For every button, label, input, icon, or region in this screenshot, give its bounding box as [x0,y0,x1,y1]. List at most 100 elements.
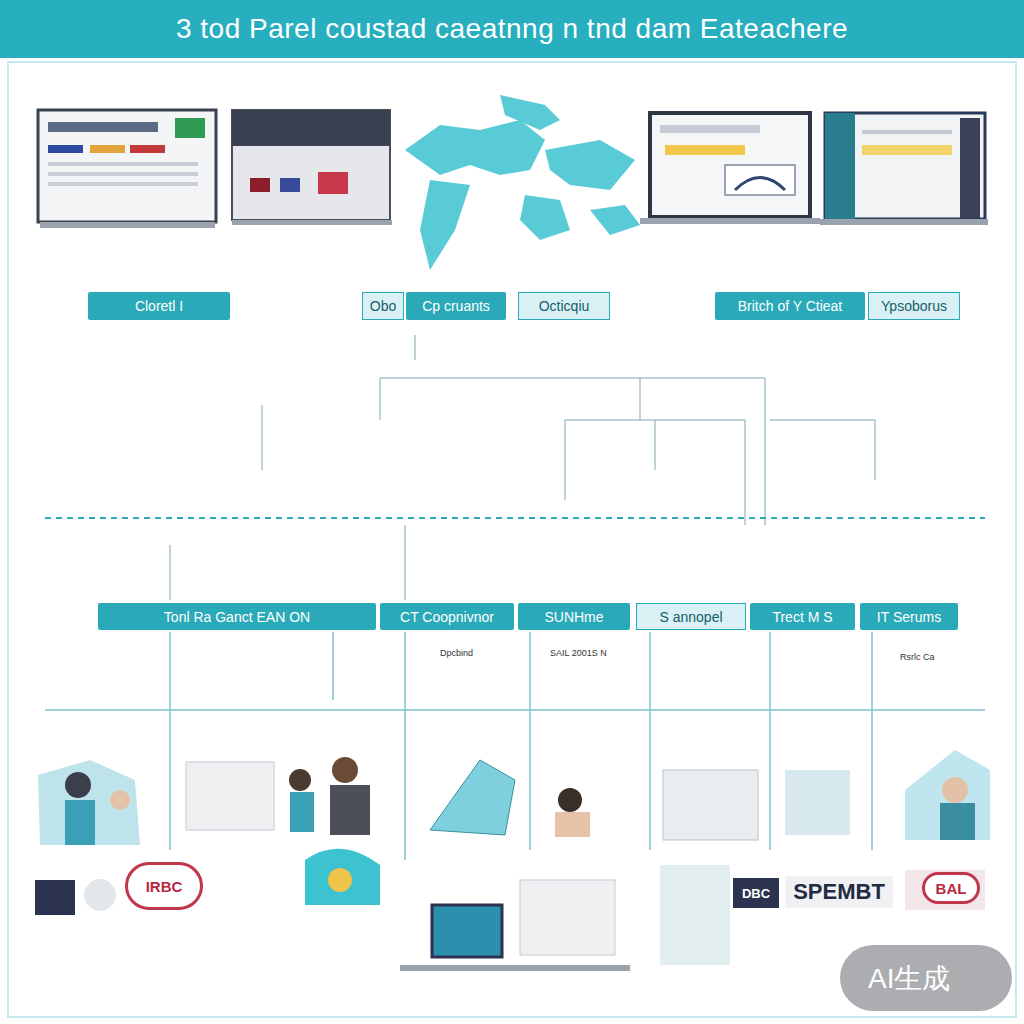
scene [905,750,990,840]
line [404,632,406,860]
desk [400,965,630,971]
body [290,792,314,832]
label-tag: Cloretl I [88,292,230,320]
head [558,788,582,812]
continent [500,95,560,130]
line [871,632,873,850]
stand [40,222,215,228]
node-text: CT Coopnivnor [400,609,494,625]
scene [84,879,116,911]
bar [48,182,198,186]
head [942,777,968,803]
chart [725,165,795,195]
monitor-middle [232,110,392,225]
people-illustrations [35,750,990,971]
label-tag: Britch of Y Ctieat [715,292,865,320]
badge: IRBC [125,862,203,910]
bar [825,113,855,219]
continent [420,180,470,270]
world-map [405,95,640,270]
line [380,378,765,379]
scene [35,880,75,915]
bar [280,178,300,192]
label-tag: Tonl Ra Ganct EAN ON [98,603,376,630]
line [640,378,641,420]
line [875,420,876,480]
line [45,709,985,711]
bar [175,118,205,138]
continent [590,205,640,235]
screen [232,110,390,220]
line [745,420,746,525]
grid-lines [45,632,985,860]
body [940,803,975,840]
bar [665,145,745,155]
bar [318,172,348,194]
node-text: DBC [742,886,770,901]
bar [862,130,952,134]
node-text: Tonl Ra Ganct EAN ON [164,609,310,625]
node-text: Cloretl I [135,298,183,314]
bar [660,125,760,133]
node-text: IT Serums [877,609,941,625]
node-text: S annopel [659,609,722,625]
line [405,525,406,600]
monitor-right [640,113,988,225]
node-text: BAL [936,880,967,897]
stand [232,220,392,225]
node-text: SPEMBT [793,879,885,905]
line [769,632,771,850]
bar [862,145,952,155]
bar [250,178,270,192]
line [170,545,171,600]
scene [38,760,140,845]
line [765,378,766,525]
node-text: Cp cruants [422,298,490,314]
bar [232,110,390,146]
dashed-divider [45,517,985,519]
head [65,772,91,798]
label-tag: SUNHme [518,603,630,630]
label-tag: Octicqiu [518,292,610,320]
small-label: Dpcbind [440,648,473,658]
head [289,769,311,791]
line [262,405,263,470]
scene [660,865,730,965]
label-tag: Trect M S [750,603,855,630]
node-text: Obo [370,298,396,314]
screen [38,110,216,222]
line [565,420,566,500]
body [65,800,95,845]
line [770,420,875,421]
label-tag: Obo [362,292,404,320]
stand [820,219,988,225]
laptop [432,905,502,957]
bar [90,145,125,153]
badge: BAL [922,872,980,904]
node-text: Octicqiu [539,298,590,314]
continent [545,140,635,190]
chart-line [735,178,785,191]
scene [785,770,850,835]
crystal [430,760,515,835]
bar [48,145,83,153]
bar [130,145,165,153]
line [649,632,651,850]
node-text: SUNHme [544,609,603,625]
scene [905,870,985,910]
label-tag: IT Serums [860,603,958,630]
node-text: IRBC [146,878,183,895]
tree-lines [170,335,875,600]
frame [8,62,1016,1017]
scene [186,762,274,830]
stand [640,218,820,224]
small-label: Rsrlc Ca [900,652,935,662]
label-tag: Ypsoborus [868,292,960,320]
papers [520,880,615,955]
watermark: AI生成 [868,960,950,998]
line [655,420,656,470]
node-text: Britch of Y Ctieat [738,298,843,314]
badge: SPEMBT [785,876,893,908]
title-band: 3 tod Parel coustad caeatnng n tnd dam E… [0,0,1024,58]
